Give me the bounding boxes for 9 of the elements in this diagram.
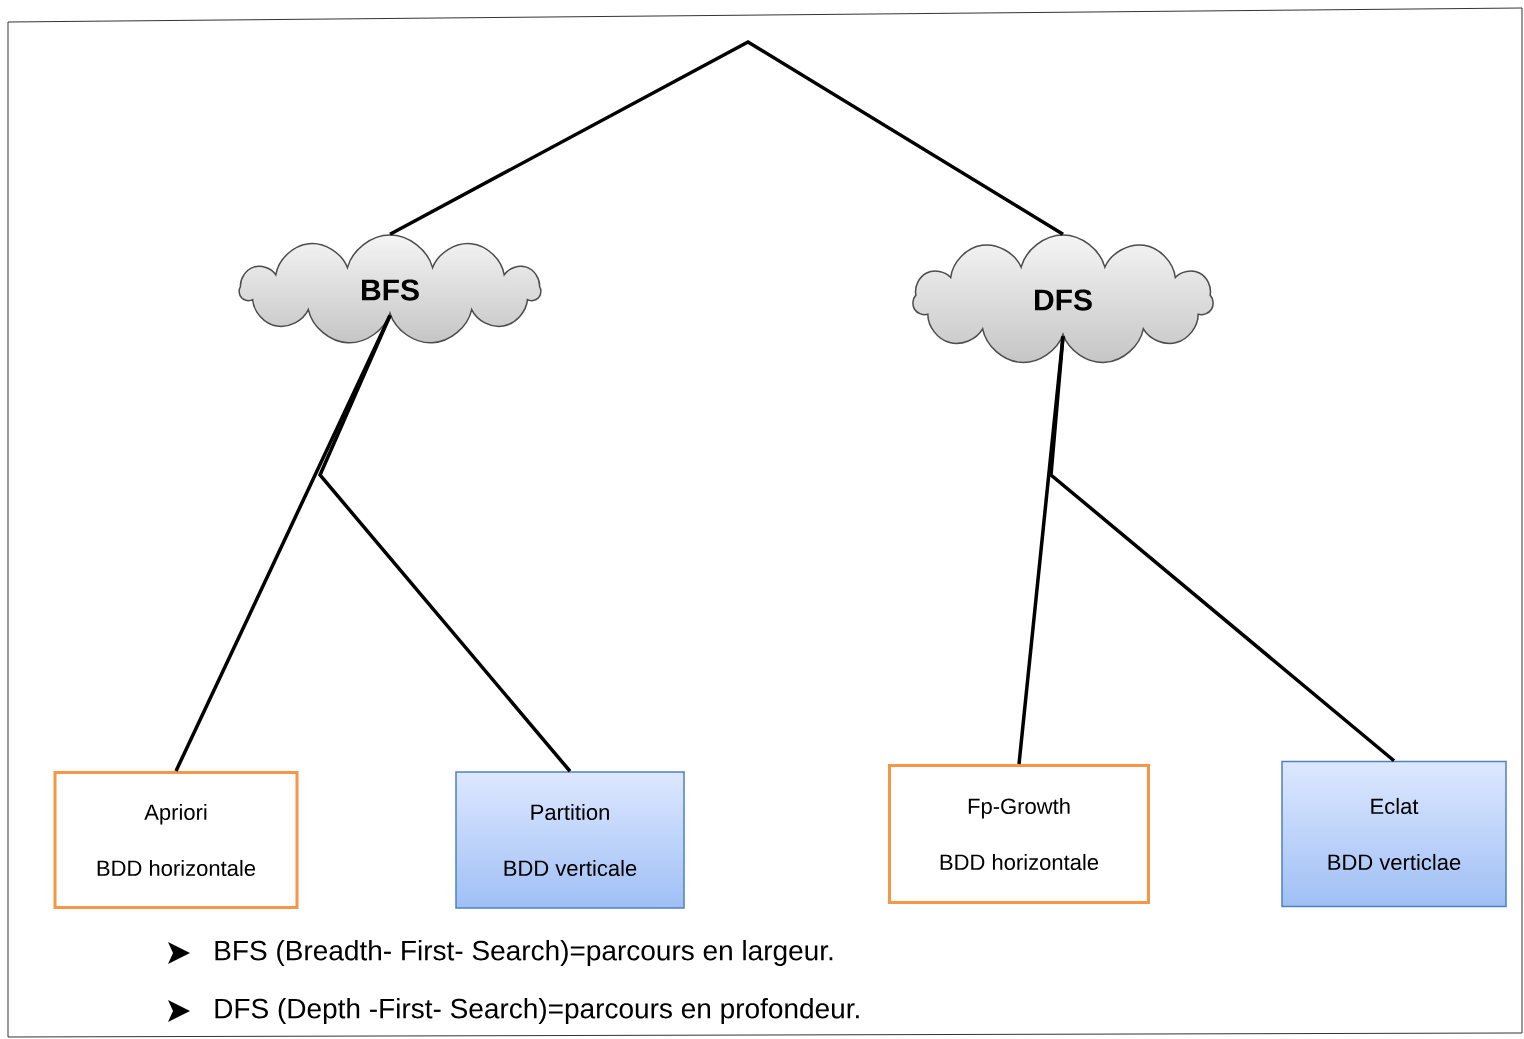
note-text: DFS (Depth -First- Search)=parcours en profondeur. (215, 997, 859, 1025)
algorithm-box: Partition BDD verticale (455, 771, 685, 909)
note-text: BFS (Breadth- First- Search)=parcours en largeur. (215, 939, 833, 967)
connector-line (1049, 336, 1396, 763)
connector-line (389, 40, 1064, 236)
connector-line (317, 314, 572, 773)
algorithm-box: Eclat BDD verticlae (1281, 760, 1507, 908)
algorithm-box: Apriori BDD horizontale (53, 771, 299, 909)
algorithm-box: Fp-Growth BDD horizontale (888, 764, 1150, 904)
